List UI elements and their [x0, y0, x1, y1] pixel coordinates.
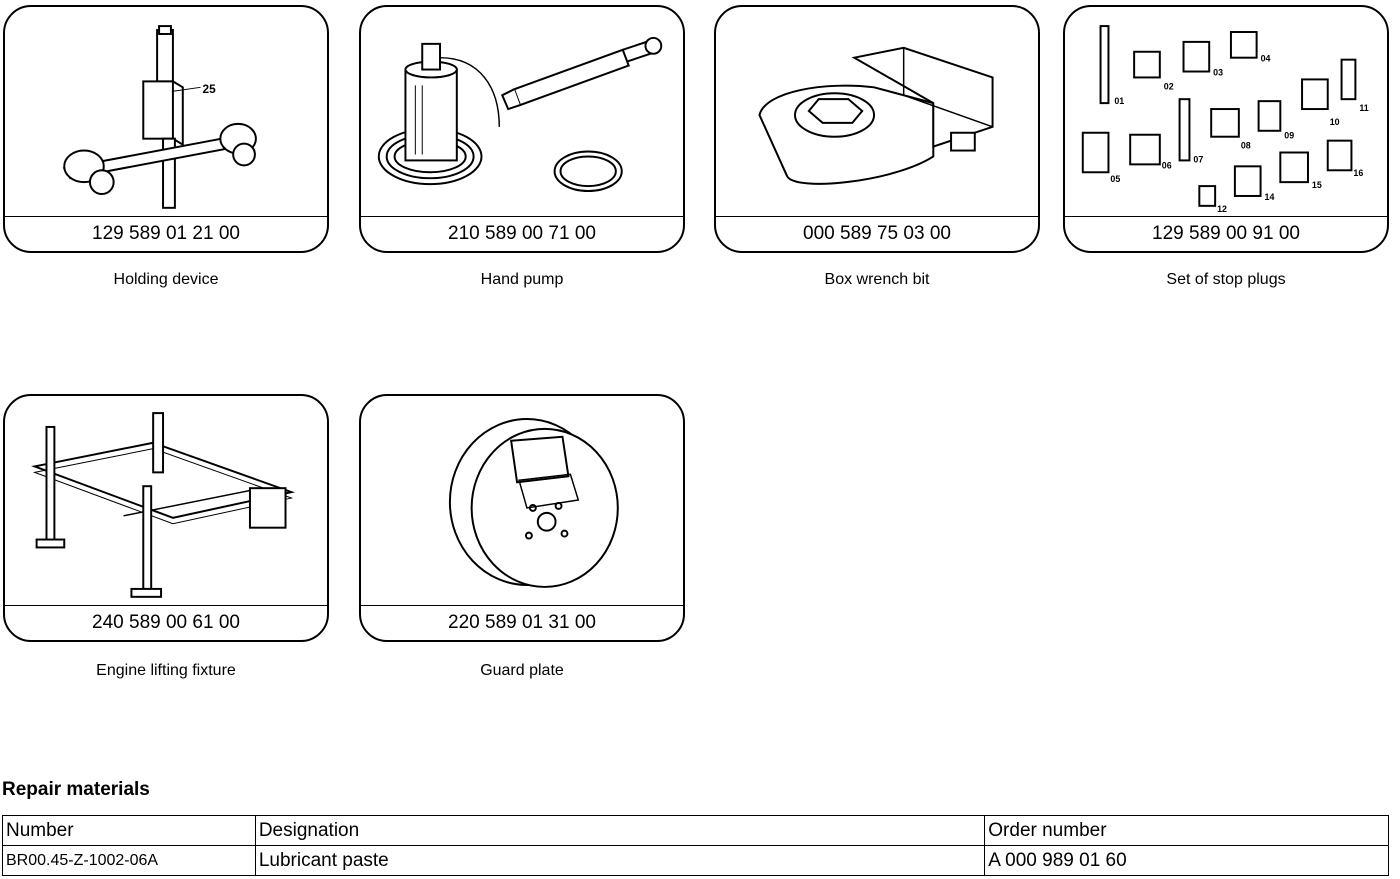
column-header-designation: Designation	[254, 815, 986, 846]
tool-card-set-of-stop-plugs: 01 02 03 04 05 06 07 08 09 10 11 12 14 1…	[1063, 5, 1389, 253]
stop-plug-callout-10: 10	[1330, 117, 1340, 127]
engine-lifting-fixture-part-number: 240 589 00 61 00	[5, 605, 327, 640]
stop-plug-callout-04: 04	[1261, 54, 1271, 64]
engine-lifting-fixture-caption: Engine lifting fixture	[96, 662, 236, 679]
holding-device-callout-25: 25	[203, 82, 217, 96]
holding-device-part-number: 129 589 01 21 00	[5, 216, 327, 251]
guard-plate-caption: Guard plate	[480, 662, 564, 679]
cell-number: BR00.45-Z-1002-06A	[2, 845, 256, 876]
repair-materials-table: Number Designation Order number BR00.45-…	[2, 815, 1389, 876]
stop-plug-callout-11: 11	[1359, 103, 1368, 113]
hand-pump-illustration	[361, 7, 683, 219]
column-header-order-number: Order number	[984, 815, 1389, 846]
box-wrench-bit-caption: Box wrench bit	[824, 271, 930, 288]
box-wrench-bit-illustration	[716, 7, 1038, 219]
tool-card-guard-plate: 220 589 01 31 00	[359, 394, 685, 642]
repair-materials-heading: Repair materials	[2, 779, 150, 800]
stop-plug-callout-05: 05	[1110, 174, 1120, 184]
guard-plate-illustration	[361, 396, 683, 608]
set-of-stop-plugs-illustration: 01 02 03 04 05 06 07 08 09 10 11 12 14 1…	[1065, 7, 1387, 219]
holding-device-illustration: 25	[5, 7, 327, 219]
stop-plug-callout-03: 03	[1213, 67, 1223, 77]
stop-plug-callout-02: 02	[1164, 81, 1174, 91]
hand-pump-part-number: 210 589 00 71 00	[361, 216, 683, 251]
cell-designation: Lubricant paste	[254, 845, 986, 876]
guard-plate-part-number: 220 589 01 31 00	[361, 605, 683, 640]
holding-device-caption: Holding device	[113, 271, 219, 288]
stop-plug-callout-07: 07	[1193, 154, 1203, 164]
hand-pump-caption: Hand pump	[480, 271, 564, 288]
stop-plug-callout-16: 16	[1353, 168, 1363, 178]
tool-card-engine-lifting-fixture: 240 589 00 61 00	[3, 394, 329, 642]
column-header-number: Number	[2, 815, 256, 846]
stop-plug-callout-15: 15	[1312, 180, 1322, 190]
engine-lifting-fixture-illustration	[5, 396, 327, 608]
stop-plug-callout-01: 01	[1114, 96, 1124, 106]
cell-order-number: A 000 989 01 60	[984, 845, 1389, 876]
set-of-stop-plugs-part-number: 129 589 00 91 00	[1065, 216, 1387, 251]
stop-plug-callout-08: 08	[1241, 141, 1251, 151]
stop-plug-callout-06: 06	[1162, 160, 1172, 170]
box-wrench-bit-part-number: 000 589 75 03 00	[716, 216, 1038, 251]
table-header-row: Number Designation Order number	[2, 815, 1389, 846]
set-of-stop-plugs-caption: Set of stop plugs	[1166, 271, 1286, 288]
tool-card-holding-device: 25 129 589 01 21 00	[3, 5, 329, 253]
stop-plug-callout-09: 09	[1284, 131, 1294, 141]
stop-plug-callout-12: 12	[1217, 204, 1227, 214]
tool-card-box-wrench-bit: 000 589 75 03 00	[714, 5, 1040, 253]
stop-plug-callout-14: 14	[1265, 192, 1275, 202]
tool-card-hand-pump: 210 589 00 71 00	[359, 5, 685, 253]
table-row: BR00.45-Z-1002-06A Lubricant paste A 000…	[2, 845, 1389, 876]
